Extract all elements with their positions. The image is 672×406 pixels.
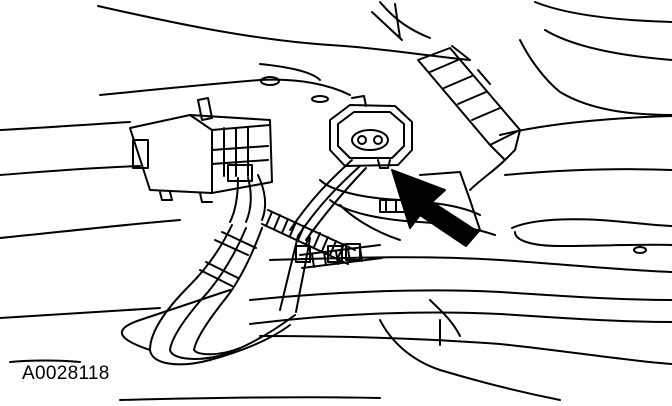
wiring-harness [122, 160, 366, 364]
sensor-connector [330, 96, 412, 168]
convolute-tube [262, 210, 382, 268]
figure-id-label: A0028118 [22, 363, 110, 384]
inline-connector [418, 46, 520, 190]
arrow-icon [392, 170, 478, 246]
multi-pin-connector [130, 98, 272, 202]
fastener-nuts [296, 244, 360, 262]
